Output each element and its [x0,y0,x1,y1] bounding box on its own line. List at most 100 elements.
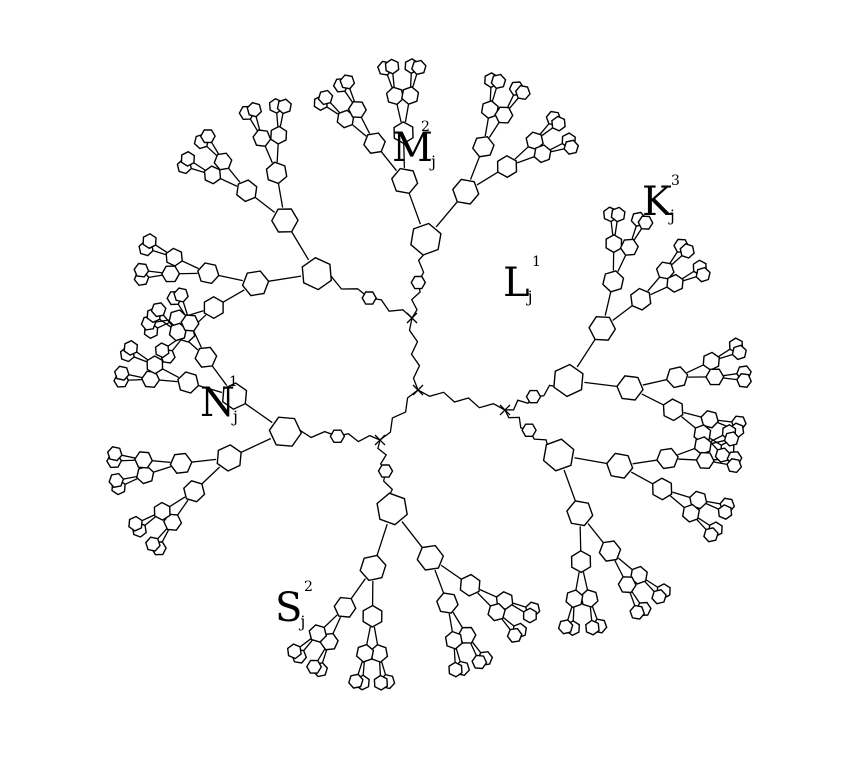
hexagon-node [542,438,575,472]
hexagon-node [317,89,334,106]
hexagon-node [236,179,258,203]
hexagon-node [180,314,200,332]
hexagon-node [347,100,368,119]
hexagon-node [637,215,654,230]
hexagon-nodes [106,58,752,691]
zigzag-bond [408,317,421,391]
hexagon-node [265,161,288,185]
zigzag-bond [379,389,419,441]
label-N-letter: N [200,380,235,426]
hexagon-node [411,59,427,76]
hexagon-node [619,238,640,256]
hexagon-node [133,262,150,278]
hexagon-node [416,544,445,571]
hexagon-node [452,178,480,205]
hexagon-node [602,270,625,293]
label-M-subscript: j [430,152,436,171]
hexagon-node [123,339,139,356]
zigzag-bond [417,389,506,411]
hexagon-node [301,256,333,291]
hexagon-node [391,167,419,195]
hexagon-node [662,398,684,422]
label-K-subscript: j [669,206,675,225]
hexagon-node [651,589,667,605]
hexagon-node [705,368,725,386]
hexagon-node [355,643,375,663]
hexagon-node [629,565,648,585]
hexagon-node [494,106,514,124]
hexagon-node [203,295,224,320]
hexagon-node [173,287,189,303]
hexagon-node [580,589,599,608]
hexagon-node [610,206,626,223]
hexagon-node [487,602,506,622]
hexagon-node [695,266,711,283]
hexagon-node [703,527,719,543]
hexagon-node [393,121,414,145]
hexagon-node [702,351,721,371]
zigzag-bond [369,297,413,319]
hexagon-node [566,500,594,527]
hexagon-node [480,100,499,119]
hexagon-node [221,382,248,411]
hexagon-node [457,626,477,644]
hexagon-node [525,389,542,404]
hexagon-node [629,604,646,620]
hexagon-node [153,501,171,521]
hexagon-node [146,355,164,375]
label-M-superscript: 2 [421,119,430,135]
hexagon-node [496,154,518,179]
hexagon-node [410,222,442,256]
hexagon-node [506,627,523,643]
hexagon-node [606,452,634,479]
hexagon-node [563,139,580,155]
hexagon-node [617,576,637,594]
hexagon-node [165,247,183,267]
hexagon-node [113,365,130,381]
hexagon-node [551,115,566,132]
hexagon-node [183,480,206,503]
hexagon-node [723,431,740,447]
hexagon-node [268,416,303,447]
hexagon-node [656,447,679,470]
hexagon-node [133,451,154,469]
hexagon-node [199,129,216,144]
hexagon-node [241,270,270,297]
hexagon-node [521,423,537,437]
hexagon-node [162,513,183,531]
hexagon-node [570,549,592,574]
label-K-superscript: 3 [671,173,680,189]
hexagon-node [376,492,408,526]
hexagon-node [197,262,220,285]
hexagon-node [679,243,695,259]
hexagon-node [736,373,752,388]
hexagon-node [444,630,463,650]
hexagon-node [598,540,622,562]
zigzag-bond [337,432,381,443]
hexagon-node [459,573,481,597]
hexagon-node [436,592,459,614]
hexagon-node [203,165,222,185]
hexagon-node [108,472,125,489]
hexagon-node [308,624,328,643]
hexagon-node [700,410,719,429]
hexagon-node [252,129,272,147]
hexagon-node [362,604,383,628]
hexagon-node [336,109,355,129]
hexagon-node [169,452,193,474]
hexagon-node [377,464,394,478]
hexagon-node [490,73,507,90]
label-L-letter: L [503,260,530,306]
label-L-subscript: j [527,287,533,306]
hexagon-node [410,275,427,290]
hexagon-node [588,315,617,341]
hexagon-node [150,302,167,318]
label-S-letter: S [275,585,303,631]
hexagon-node [514,84,531,101]
hexagon-node [140,370,161,389]
